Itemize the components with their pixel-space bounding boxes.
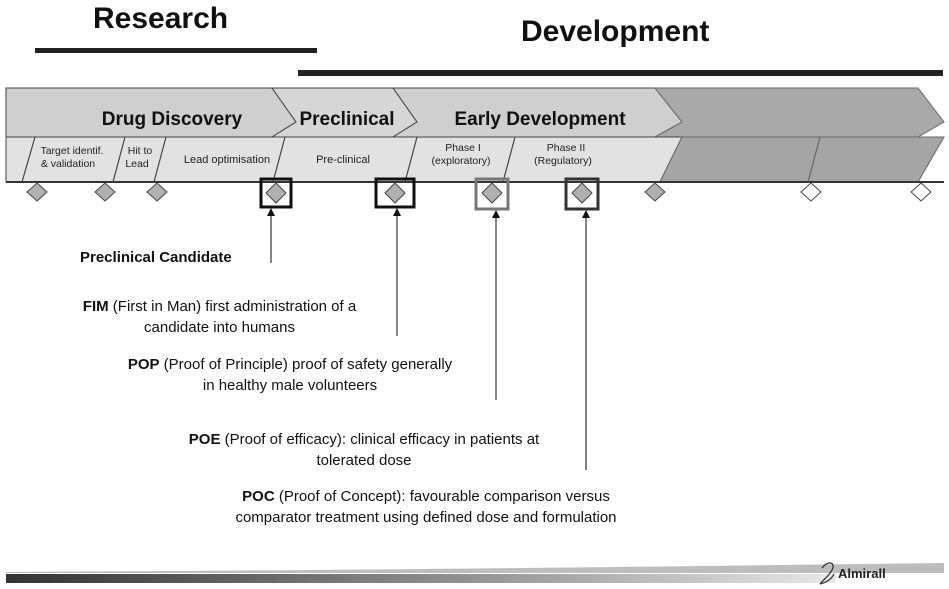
divider (112, 136, 126, 183)
almirall-logo-icon (819, 562, 835, 585)
divider (807, 136, 821, 183)
poc-line2: comparator treatment using defined dose … (235, 509, 617, 526)
subphase-label: Target identif. (40, 145, 103, 157)
milestone-diamond (910, 182, 932, 202)
arrowhead (267, 208, 275, 216)
milestone-diamond (26, 182, 48, 202)
divider (153, 136, 167, 183)
poe-line2: tolerated dose (316, 452, 412, 469)
pop-abbr: POP (127, 356, 160, 373)
milestone-diamond (146, 182, 168, 202)
subphase-band-later (659, 136, 945, 183)
poe-marker (564, 177, 600, 211)
poe-description: POE (Proof of efficacy): clinical effica… (140, 429, 588, 471)
arrowhead (393, 208, 401, 216)
subphase-label: Lead (125, 158, 149, 170)
subphase-label: Phase II (547, 142, 586, 154)
milestone-diamond (644, 182, 666, 202)
divider (404, 136, 418, 183)
pop-line1: (Proof of Principle) proof of safety gen… (159, 356, 453, 373)
milestone-diamond (481, 182, 503, 204)
subphase-label: & validation (41, 158, 95, 170)
phase-label: Early Development (454, 109, 626, 130)
arrowhead (492, 210, 500, 218)
fim-line2: candidate into humans (144, 319, 295, 336)
milestone-diamond (571, 182, 593, 204)
milestone-diamond (384, 182, 406, 204)
milestone-diamond (800, 182, 822, 202)
poe-abbr: POE (188, 431, 221, 448)
development-underline (298, 70, 943, 76)
subphase-label: (Regulatory) (534, 155, 592, 167)
development-heading: Development (521, 15, 710, 48)
almirall-logo-text: Almirall (838, 566, 886, 581)
divider (502, 136, 516, 183)
milestone-diamond (94, 182, 116, 202)
poc-abbr: POC (242, 488, 275, 505)
fim-description: FIM (First in Man) first administration … (47, 296, 392, 338)
research-underline (35, 48, 317, 53)
arrowhead (582, 210, 590, 218)
poe-line1: (Proof of efficacy): clinical efficacy i… (220, 431, 540, 448)
subphase-label: Hit to (128, 145, 153, 157)
pop-line2: in healthy male volunteers (202, 377, 378, 394)
milestone-diamond (265, 182, 287, 204)
poc-line1: (Proof of Concept): favourable compariso… (274, 488, 610, 505)
phase-label: Preclinical (299, 109, 394, 130)
subphase-label: Lead optimisation (184, 154, 270, 166)
subphase-label: Phase I (445, 142, 481, 154)
research-heading: Research (93, 2, 229, 35)
pop-description: POP (Proof of Principle) proof of safety… (90, 354, 490, 396)
poc-description: POC (Proof of Concept): favourable compa… (186, 486, 666, 528)
fim-abbr: FIM (82, 298, 109, 315)
fim-marker (374, 177, 416, 209)
preclinical-candidate-label: Preclinical Candidate (80, 249, 232, 266)
footer-bar (6, 574, 836, 583)
fim-line1: (First in Man) first administration of a (108, 298, 357, 315)
subphase-label: Pre-clinical (316, 154, 370, 166)
divider (21, 136, 36, 183)
phase-later-development (653, 87, 945, 138)
phase-label: Drug Discovery (102, 109, 243, 130)
pop-marker (474, 177, 510, 211)
footer-swoosh (6, 563, 944, 573)
subphase-label: (exploratory) (432, 155, 491, 167)
preclinical-candidate-marker (259, 177, 293, 209)
divider (272, 136, 286, 183)
